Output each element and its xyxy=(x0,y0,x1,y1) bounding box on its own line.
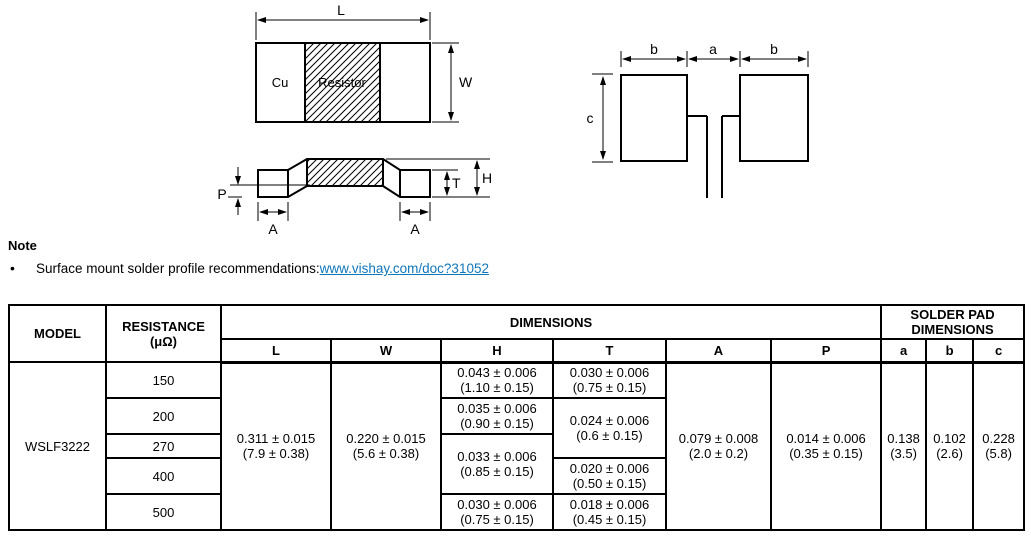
table-header-row-groups: MODEL RESISTANCE (μΩ) DIMENSIONS SOLDER … xyxy=(8,304,1026,363)
cell-resistance-270: 270 xyxy=(105,433,222,459)
cell-pad-c: 0.228 (5.8) xyxy=(972,361,1026,531)
col-header-c: c xyxy=(972,338,1026,364)
note-text: Surface mount solder profile recommendat… xyxy=(36,261,320,276)
cell-p: 0.014 ± 0.006 (0.35 ± 0.15) xyxy=(769,361,883,531)
table-row: 400 0.020 ± 0.006 (0.50 ± 0.15) xyxy=(9,457,1024,495)
cell-t-400-mm: (0.50 ± 0.15) xyxy=(572,476,647,491)
bullet-icon: • xyxy=(10,260,15,276)
top-view-diagram: Cu Resistor L W xyxy=(255,2,473,123)
dim-label-b-left: b xyxy=(650,41,658,57)
cell-resistance-200: 200 xyxy=(105,397,222,435)
cell-t-400-in: 0.020 ± 0.006 xyxy=(569,461,650,476)
cell-t-200-270-in: 0.024 ± 0.006 xyxy=(569,413,650,428)
table-header-row-columns: L W H T A P a b c xyxy=(9,338,1026,364)
cell-resistance-500: 500 xyxy=(105,493,222,531)
solder-pad-diagram: b a b c xyxy=(587,41,809,198)
col-header-P: P xyxy=(769,338,883,364)
dim-label-a-right: A xyxy=(410,221,420,237)
note-section: Note • Surface mount solder profile reco… xyxy=(8,238,708,276)
col-header-H: H xyxy=(440,338,554,364)
cell-pad-a: 0.138 (3.5) xyxy=(880,361,928,531)
cell-t-200-270-mm: (0.6 ± 0.15) xyxy=(576,428,643,443)
note-heading: Note xyxy=(8,238,37,253)
cell-h-150-in: 0.043 ± 0.006 xyxy=(457,365,537,381)
resistor-label: Resistor xyxy=(318,75,366,90)
cell-p-in: 0.014 ± 0.006 xyxy=(786,431,866,447)
cell-pad-c-in: 0.228 xyxy=(982,431,1015,447)
cell-p-mm: (0.35 ± 0.15) xyxy=(789,446,863,462)
dim-label-p: P xyxy=(217,186,226,202)
cell-t-500-in: 0.018 ± 0.006 xyxy=(569,497,650,512)
cell-pad-b-mm: (2.6) xyxy=(936,446,963,462)
dim-label-b-right: b xyxy=(770,41,778,57)
cell-pad-a-mm: (3.5) xyxy=(890,446,917,462)
table-row: 500 0.030 ± 0.006 (0.75 ± 0.15) 0.018 ± … xyxy=(9,493,1024,531)
cell-l: 0.311 ± 0.015 (7.9 ± 0.38) xyxy=(220,361,332,531)
cell-w-mm: (5.6 ± 0.38) xyxy=(352,446,420,462)
col-header-L: L xyxy=(220,338,332,364)
note-bullet-line: • Surface mount solder profile recommend… xyxy=(8,260,708,276)
col-header-b: b xyxy=(925,338,975,364)
cell-model: WSLF3222 xyxy=(8,361,107,531)
dim-label-a-left: A xyxy=(268,221,278,237)
cell-h-500-mm: (0.75 ± 0.15) xyxy=(460,512,534,527)
cell-h-270-400: 0.033 ± 0.006 (0.85 ± 0.15) xyxy=(440,433,554,495)
cell-h-500: 0.030 ± 0.006 (0.75 ± 0.15) xyxy=(440,493,554,531)
cell-h-150: 0.043 ± 0.006 (1.10 ± 0.15) xyxy=(440,361,554,399)
cell-h-270-400-mm: (0.85 ± 0.15) xyxy=(460,464,534,479)
cell-t-150-mm: (0.75 ± 0.15) xyxy=(572,380,647,396)
dim-label-h: H xyxy=(482,170,492,186)
cell-a-mm: (2.0 ± 0.2) xyxy=(688,446,749,462)
cell-t-500-mm: (0.45 ± 0.15) xyxy=(572,512,647,527)
cell-pad-c-mm: (5.8) xyxy=(985,446,1012,462)
cell-l-in: 0.311 ± 0.015 xyxy=(236,431,316,447)
header-resistance-unit: (μΩ) xyxy=(149,333,178,349)
col-header-W: W xyxy=(330,338,442,364)
cell-h-200-in: 0.035 ± 0.006 xyxy=(457,401,537,416)
cell-resistance-150: 150 xyxy=(105,361,222,399)
cell-t-500: 0.018 ± 0.006 (0.45 ± 0.15) xyxy=(552,493,667,531)
header-dimensions: DIMENSIONS xyxy=(219,304,883,340)
header-solder-pad: SOLDER PAD DIMENSIONS xyxy=(880,304,1026,340)
cell-t-400: 0.020 ± 0.006 (0.50 ± 0.15) xyxy=(552,457,667,495)
cell-t-150: 0.030 ± 0.006 (0.75 ± 0.15) xyxy=(552,361,667,399)
table-row: 270 0.033 ± 0.006 (0.85 ± 0.15) xyxy=(9,433,1024,495)
dimensions-table: MODEL RESISTANCE (μΩ) DIMENSIONS SOLDER … xyxy=(8,304,1026,531)
table-row: WSLF3222 150 0.311 ± 0.015 (7.9 ± 0.38) … xyxy=(8,361,1026,531)
cell-t-150-in: 0.030 ± 0.006 xyxy=(569,365,650,381)
col-header-A: A xyxy=(665,338,772,364)
header-model: MODEL xyxy=(8,304,107,363)
component-drawings: Cu Resistor L W P xyxy=(217,2,809,237)
col-header-a: a xyxy=(880,338,928,364)
dim-label-l: L xyxy=(337,2,345,18)
cell-h-150-mm: (1.10 ± 0.15) xyxy=(460,380,534,396)
header-resistance: RESISTANCE (μΩ) xyxy=(105,304,222,363)
cell-h-270-400-in: 0.033 ± 0.006 xyxy=(457,449,537,464)
cell-pad-a-in: 0.138 xyxy=(887,431,920,447)
header-resistance-title: RESISTANCE xyxy=(122,318,205,334)
side-view-diagram: P A A T H xyxy=(217,158,492,237)
cell-pad-b: 0.102 (2.6) xyxy=(925,361,975,531)
dim-label-a-gap: a xyxy=(709,41,717,57)
cell-w: 0.220 ± 0.015 (5.6 ± 0.38) xyxy=(330,361,442,531)
cell-w-in: 0.220 ± 0.015 xyxy=(346,431,426,447)
cell-h-500-in: 0.030 ± 0.006 xyxy=(457,497,537,512)
col-header-T: T xyxy=(552,338,667,364)
cell-t-200-270: 0.024 ± 0.006 (0.6 ± 0.15) xyxy=(552,397,667,459)
cell-h-200-mm: (0.90 ± 0.15) xyxy=(460,416,534,431)
table-row: 200 0.035 ± 0.006 (0.90 ± 0.15) 0.024 ± … xyxy=(9,397,1024,459)
cell-a-in: 0.079 ± 0.008 xyxy=(678,431,759,447)
dim-label-w: W xyxy=(459,74,473,90)
cell-h-200: 0.035 ± 0.006 (0.90 ± 0.15) xyxy=(440,397,554,435)
cell-resistance-400: 400 xyxy=(105,457,222,495)
cell-l-mm: (7.9 ± 0.38) xyxy=(242,446,310,462)
dim-label-t: T xyxy=(452,175,461,191)
solder-profile-link[interactable]: www.vishay.com/doc?31052 xyxy=(319,261,489,276)
cell-pad-b-in: 0.102 xyxy=(933,431,966,447)
dim-label-c: c xyxy=(587,110,594,126)
cell-a: 0.079 ± 0.008 (2.0 ± 0.2) xyxy=(665,361,772,531)
cu-label: Cu xyxy=(272,75,289,90)
